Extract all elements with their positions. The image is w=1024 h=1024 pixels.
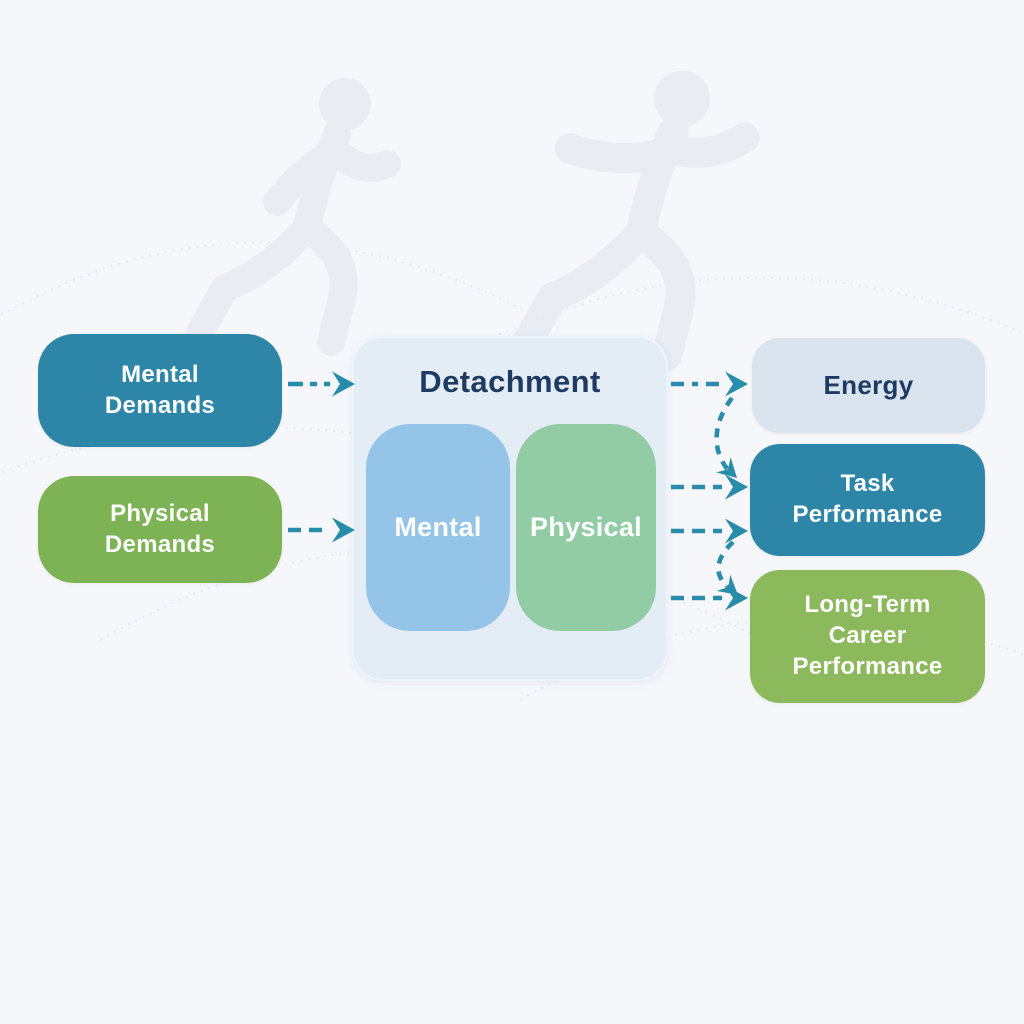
arrow-task-to-long-term-curve [716, 540, 735, 591]
energy-box: Energy [752, 338, 985, 433]
detachment-title: Detachment [419, 364, 601, 399]
detachment-physical-label: Physical [530, 512, 642, 542]
energy-label: Energy [823, 369, 914, 400]
physical-demands-label: Physical Demands [104, 499, 216, 558]
long-term-career-performance-label: Long-Term Career Performance [792, 591, 943, 680]
mental-demands-label: Mental Demands [104, 360, 216, 419]
detachment-panel: Detachment Mental Physical [352, 336, 668, 681]
detachment-mental-label: Mental [394, 512, 482, 542]
detachment-physical-sub-box: Physical [516, 424, 656, 631]
runner-silhouette-right [509, 70, 760, 371]
detachment-mental-sub-box: Mental [366, 424, 510, 631]
task-performance-box: Task Performance [750, 444, 985, 556]
long-term-career-performance-box: Long-Term Career Performance [750, 570, 985, 703]
physical-demands-box: Physical Demands [38, 476, 282, 583]
task-performance-label: Task Performance [792, 470, 943, 528]
mental-demands-box: Mental Demands [38, 334, 282, 447]
runner-silhouette-left [185, 78, 401, 356]
arrow-energy-to-task-performance-curve [714, 396, 734, 473]
